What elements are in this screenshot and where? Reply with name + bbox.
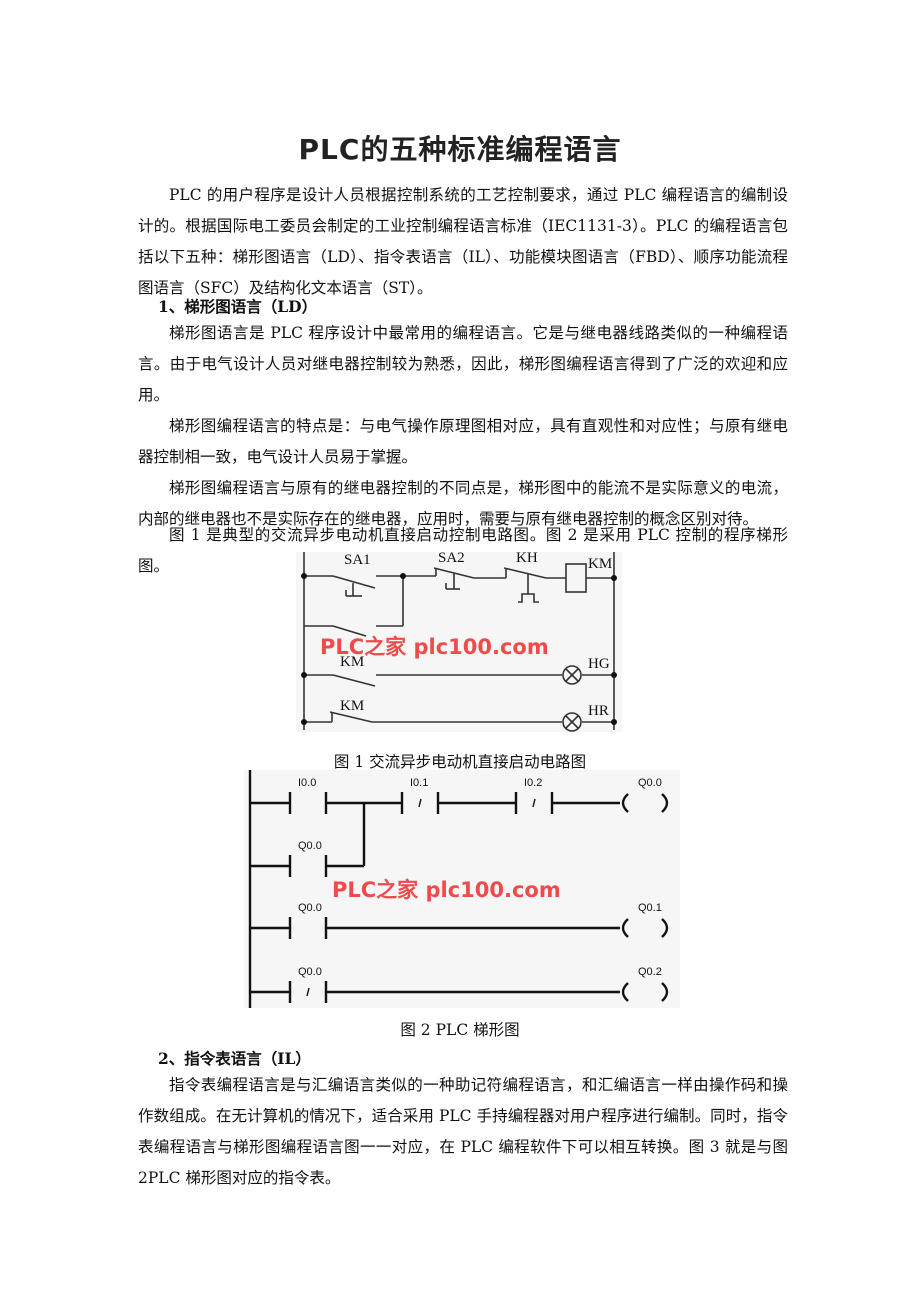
label-km-coil: KM <box>588 556 612 572</box>
label-q00-output: Q0.0 <box>638 777 662 789</box>
ld-paragraph-2: 梯形图编程语言的特点是：与电气操作原理图相对应，具有直观性和对应性；与原有继电器… <box>138 417 788 466</box>
page-title: PLC的五种标准编程语言 <box>298 133 622 166</box>
label-sa2: SA2 <box>438 552 465 566</box>
watermark-text: PLC之家 plc100.com <box>332 878 561 902</box>
label-i01: I0.1 <box>410 777 428 789</box>
figure-1-caption: 图 1 交流异步电动机直接启动电路图 <box>333 753 587 771</box>
ladder-diagram-svg: I0.0 I0.1 I0.2 Q0.0 Q0.0 Q0.0 Q0.1 Q0.0 … <box>248 770 669 1008</box>
label-hr: HR <box>588 703 609 719</box>
section-heading-ld: 1、梯形图语言（LD） <box>158 297 318 316</box>
label-sa1: SA1 <box>344 552 371 568</box>
label-q00-rung3: Q0.0 <box>298 902 322 914</box>
label-q02: Q0.2 <box>638 966 662 978</box>
figure-2-caption: 图 2 PLC 梯形图 <box>400 1021 520 1039</box>
label-q01: Q0.1 <box>638 902 662 914</box>
intro-paragraph: PLC 的用户程序是设计人员根据控制系统的工艺控制要求，通过 PLC 编程语言的… <box>138 186 788 297</box>
label-i00: I0.0 <box>298 777 316 789</box>
watermark-text: PLC之家 plc100.com <box>320 635 549 659</box>
label-kh: KH <box>516 552 538 566</box>
label-q00-hold: Q0.0 <box>298 840 322 852</box>
section-heading-il: 2、指令表语言（IL） <box>158 1049 311 1068</box>
ld-paragraph-1: 梯形图语言是 PLC 程序设计中最常用的编程语言。它是与继电器线路类似的一种编程… <box>138 324 788 404</box>
label-hg: HG <box>588 656 610 672</box>
label-q00-rung4: Q0.0 <box>298 966 322 978</box>
figure-1-circuit-diagram: SA1 SA2 KH KM KM KM HG HR PLC之家 plc100.c… <box>296 552 622 732</box>
label-i02: I0.2 <box>524 777 542 789</box>
relay-circuit-svg: SA1 SA2 KH KM KM KM HG HR PLC之家 plc100.c… <box>301 552 617 732</box>
label-km-no: KM <box>340 654 364 670</box>
figure-2-ladder-diagram: I0.0 I0.1 I0.2 Q0.0 Q0.0 Q0.0 Q0.1 Q0.0 … <box>244 770 680 1008</box>
ld-paragraph-4: 图 1 是典型的交流异步电动机直接启动控制电路图。图 2 是采用 PLC 控制的… <box>138 526 788 575</box>
label-km-nc: KM <box>340 698 364 714</box>
ld-paragraph-3: 梯形图编程语言与原有的继电器控制的不同点是，梯形图中的能流不是实际意义的电流，内… <box>138 479 788 528</box>
il-paragraph-1: 指令表编程语言是与汇编语言类似的一种助记符编程语言，和汇编语言一样由操作码和操作… <box>138 1076 788 1187</box>
